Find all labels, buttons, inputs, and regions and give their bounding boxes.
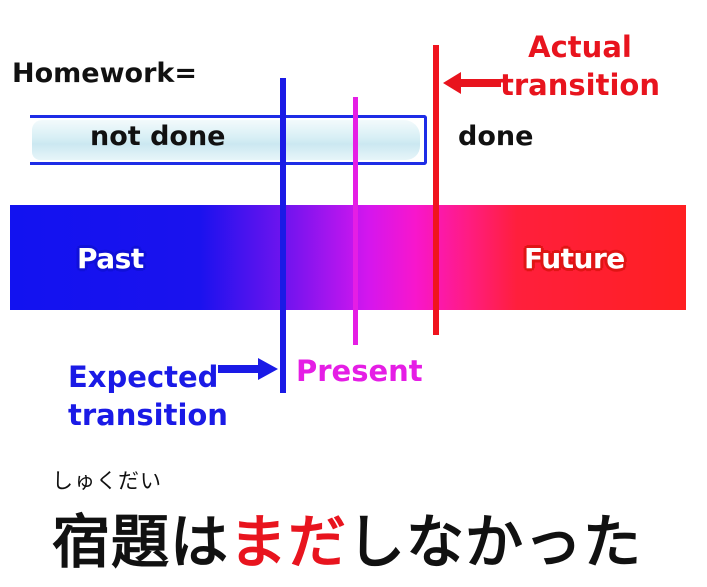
not-done-label: not done bbox=[90, 121, 226, 152]
japanese-sentence: 宿題はまだしなかった bbox=[52, 495, 642, 579]
furigana-reading: しゅくだい bbox=[52, 469, 162, 493]
past-label: Past bbox=[77, 242, 144, 275]
homework-label: Homework= bbox=[12, 58, 197, 89]
done-label: done bbox=[458, 121, 534, 152]
actual-transition-line bbox=[433, 45, 439, 335]
actual-transition-label: Actual transition bbox=[500, 30, 660, 102]
expected-transition-label: Expected transition bbox=[68, 360, 228, 432]
expected-transition-line bbox=[280, 78, 286, 393]
sentence-kanji: 宿題は bbox=[52, 508, 230, 576]
actual-arrow-icon bbox=[443, 72, 501, 94]
expected-arrow-icon bbox=[218, 358, 278, 380]
sentence-rest: しなかった bbox=[347, 508, 643, 576]
present-label: Present bbox=[296, 354, 423, 388]
present-line bbox=[353, 97, 358, 345]
future-label: Future bbox=[524, 242, 625, 275]
sentence-highlight: まだ bbox=[229, 508, 348, 576]
timeline-band bbox=[10, 205, 686, 310]
